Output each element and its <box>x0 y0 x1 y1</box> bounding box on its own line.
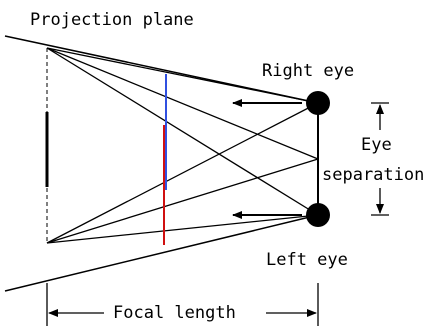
left-eye-dot <box>306 203 330 227</box>
right-eye-label: Right eye <box>262 61 354 81</box>
focal-length-label: Focal length <box>113 303 236 323</box>
separation-label: separation <box>322 165 424 185</box>
left-eye-ray-bottom <box>46 214 319 244</box>
left-eye-ray-top <box>46 47 319 216</box>
right-eye-dot <box>306 91 330 115</box>
center-ray-bottom <box>46 158 319 244</box>
center-ray-top <box>46 47 319 160</box>
right-eye-ray-bottom <box>46 102 319 244</box>
eye-label: Eye <box>361 135 392 155</box>
left-eye-label: Left eye <box>266 250 348 270</box>
right-eye-ray-top <box>46 47 319 104</box>
projection-plane-label: Projection plane <box>30 10 194 30</box>
plane-boundary-ray-bottom <box>4 214 319 292</box>
